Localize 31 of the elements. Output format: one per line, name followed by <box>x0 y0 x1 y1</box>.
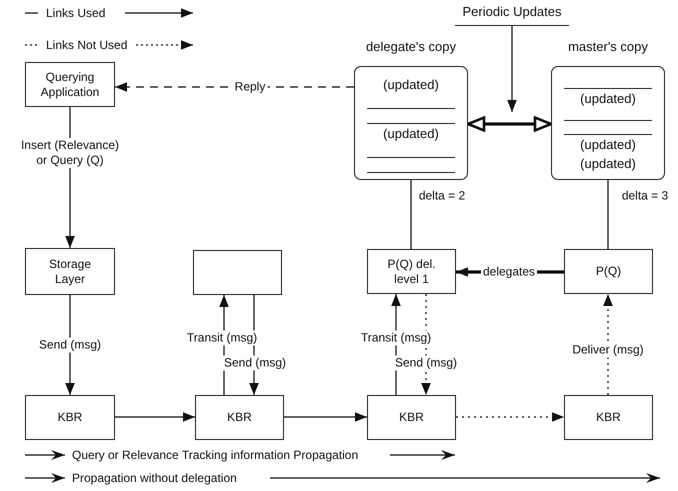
entry-text: (updated) <box>580 136 636 154</box>
entry-text: (updated) <box>580 90 636 108</box>
arrow <box>284 412 367 422</box>
dashed-arrow <box>603 294 613 395</box>
process-box: P(Q) <box>564 249 653 294</box>
edge-label: Deliver (msg) <box>570 342 646 358</box>
underlined-text: Periodic Updates <box>455 4 569 26</box>
edge-label: Reply <box>232 80 268 94</box>
dashed-arrow <box>456 412 564 422</box>
entry-text: (updated) <box>383 76 439 94</box>
process-box: KBR <box>195 395 284 440</box>
arrow <box>115 412 195 422</box>
edge-label: Transit (msg) <box>358 330 434 346</box>
edge-label: Transit (msg) <box>184 330 260 346</box>
card-heading: delegate's copy <box>365 39 457 54</box>
empty-box <box>193 250 282 295</box>
process-box: KBR <box>564 395 653 440</box>
edge-label: delegates <box>480 264 538 280</box>
card-heading: master's copy <box>567 39 649 54</box>
arrow <box>507 26 517 112</box>
edge-label: Send (msg) <box>392 356 460 370</box>
process-box: Storage Layer <box>25 248 115 295</box>
entry-text: (updated) <box>383 125 439 143</box>
process-box: Querying Application <box>25 62 115 107</box>
process-box: P(Q) del. level 1 <box>367 249 456 294</box>
process-box: KBR <box>367 395 456 440</box>
entry-text: (updated) <box>580 155 636 174</box>
arrow <box>466 116 552 132</box>
process-box: KBR <box>25 395 115 440</box>
edge-label: Send (msg) <box>36 338 104 352</box>
edge-label: Send (msg) <box>222 356 288 370</box>
